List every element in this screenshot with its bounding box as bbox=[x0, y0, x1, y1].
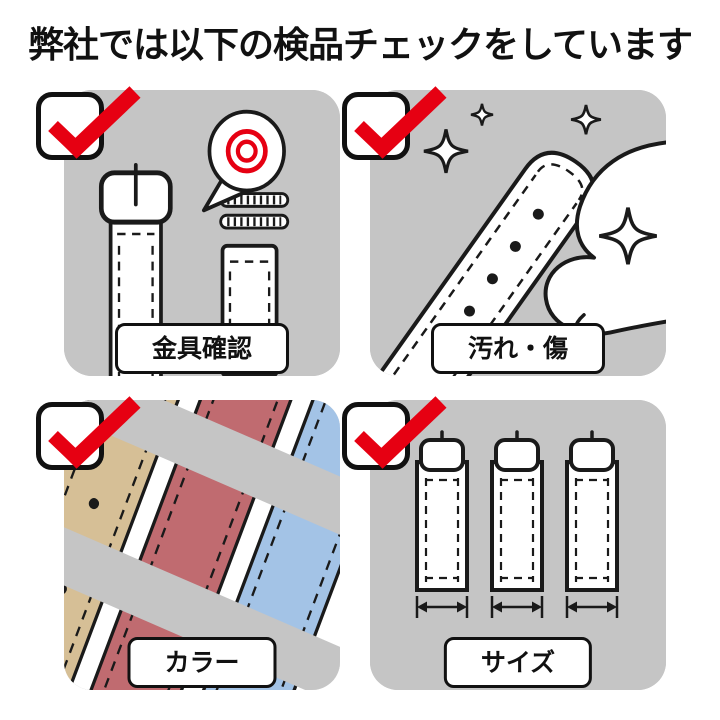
check-badge bbox=[342, 396, 454, 482]
main-title: 弊社では以下の検品チェックをしています bbox=[28, 25, 693, 66]
panel-label-hardware: 金具確認 bbox=[114, 322, 290, 374]
panel-hardware-check: 金具確認 bbox=[36, 86, 340, 376]
panel-size-art bbox=[370, 400, 666, 690]
checkmark-icon bbox=[48, 86, 141, 159]
width-arrow-icon bbox=[490, 596, 544, 618]
strap-blue-icon bbox=[131, 400, 340, 690]
checkmark-icon bbox=[354, 86, 447, 159]
ok-speech-bubble-icon bbox=[202, 109, 286, 213]
ok-mark-inner bbox=[235, 139, 258, 163]
width-arrow-icon bbox=[565, 596, 619, 618]
size-straps-icon bbox=[415, 430, 619, 618]
panel-size-check: サイズ bbox=[342, 396, 666, 690]
ok-mark-outer bbox=[225, 128, 268, 174]
panel-label-dirt-scratch: 汚れ・傷 bbox=[430, 322, 606, 374]
checkmark-icon bbox=[48, 396, 141, 469]
width-arrow-icon bbox=[415, 596, 469, 618]
panel-color-art bbox=[64, 400, 340, 690]
panel-label-color: カラー bbox=[127, 636, 277, 688]
checkmark-icon bbox=[354, 396, 447, 469]
panel-color-check: カラー bbox=[36, 396, 340, 690]
art-size-check bbox=[370, 400, 666, 690]
panel-label-size: サイズ bbox=[443, 636, 593, 688]
check-badge bbox=[36, 396, 148, 482]
cross-band bbox=[64, 443, 340, 690]
color-straps-icon bbox=[64, 400, 340, 690]
strap-size-icon bbox=[565, 430, 619, 618]
strap-size-icon bbox=[415, 430, 469, 618]
panel-dirt-scratch-check: 汚れ・傷 bbox=[342, 86, 666, 376]
cross-band bbox=[64, 400, 340, 632]
art-color-check bbox=[64, 400, 340, 690]
check-badge bbox=[36, 86, 148, 172]
strap-size-icon bbox=[490, 430, 544, 618]
check-badge bbox=[342, 86, 454, 172]
